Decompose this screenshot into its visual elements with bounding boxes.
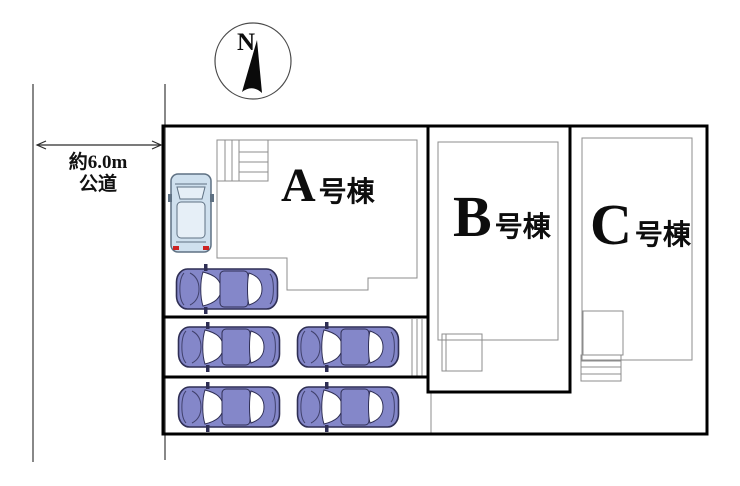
building-b-outline	[437, 141, 559, 372]
sedan-icon	[177, 381, 281, 433]
building-a-label: A 号棟	[281, 162, 375, 210]
van-icon	[167, 173, 215, 253]
sedan-icon	[175, 263, 279, 315]
building-b-label: B 号棟	[453, 188, 551, 246]
sedan-icon	[296, 321, 400, 373]
compass-icon: N	[214, 22, 292, 100]
building-b-letter: B	[453, 184, 493, 249]
building-b-suffix: 号棟	[494, 212, 551, 243]
compass-north-label: N	[237, 29, 255, 56]
building-c-label: C 号棟	[590, 196, 691, 254]
road-type-label: 公道	[78, 174, 117, 195]
site-boundary	[161, 124, 709, 436]
sedan-icon	[177, 321, 281, 373]
building-a-outline	[216, 139, 418, 291]
building-a-suffix: 号棟	[318, 177, 375, 208]
building-c-suffix: 号棟	[634, 220, 691, 251]
building-c-outline	[580, 137, 693, 382]
stairs-icon-a	[216, 139, 269, 182]
vehicles	[167, 173, 400, 433]
road-label: 約6.0m 公道	[50, 152, 146, 196]
porch-c	[582, 310, 624, 356]
parcel-b-boundary	[426, 124, 572, 394]
road-lines	[32, 84, 166, 462]
building-c-letter: C	[590, 192, 633, 257]
road-width-label: 約6.0m	[68, 152, 128, 173]
parking-stall-lines	[411, 319, 432, 433]
building-a-letter: A	[281, 159, 317, 212]
road-dimension-arrow	[35, 140, 163, 150]
porch-b	[441, 333, 483, 372]
sedan-icon	[296, 381, 400, 433]
stairs-icon-c	[580, 354, 622, 382]
